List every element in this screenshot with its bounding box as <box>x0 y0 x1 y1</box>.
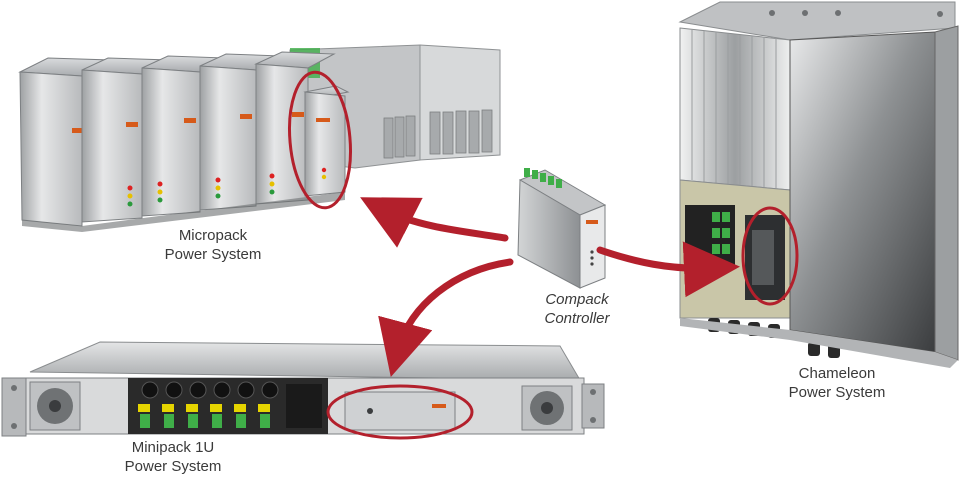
chameleon-label-line1: Chameleon <box>798 365 876 382</box>
micropack-label: Micropack Power System <box>148 226 278 264</box>
micropack-controller-module <box>303 85 350 197</box>
compack-label-line2: Controller <box>544 310 610 327</box>
arrow-to-minipack <box>378 258 514 378</box>
minipack-label-line1: Minipack 1U <box>131 439 215 456</box>
rectifier-module-3 <box>141 55 228 217</box>
chameleon-cabinet-image <box>678 1 959 368</box>
chameleon-label-line2: Power System <box>788 384 886 401</box>
compack-label: Compack Controller <box>522 290 632 328</box>
minipack-label: Minipack 1U Power System <box>108 438 238 476</box>
arrow-to-micropack <box>360 197 509 248</box>
compack-controller-image <box>517 168 607 289</box>
arrow-to-chameleon <box>596 241 740 298</box>
chameleon-label: Chameleon Power System <box>772 364 902 402</box>
micropack-label-line2: Power System <box>164 246 262 263</box>
minipack-1u-rack-image <box>1 341 605 437</box>
micropack-highlight-ring <box>288 70 352 210</box>
chameleon-highlight-ring <box>741 206 799 306</box>
compack-label-line1: Compack <box>545 291 609 308</box>
minipack-label-line2: Power System <box>124 458 222 475</box>
micropack-rack-image <box>18 44 501 232</box>
micropack-label-line1: Micropack <box>178 227 248 244</box>
minipack-highlight-ring <box>326 384 474 440</box>
